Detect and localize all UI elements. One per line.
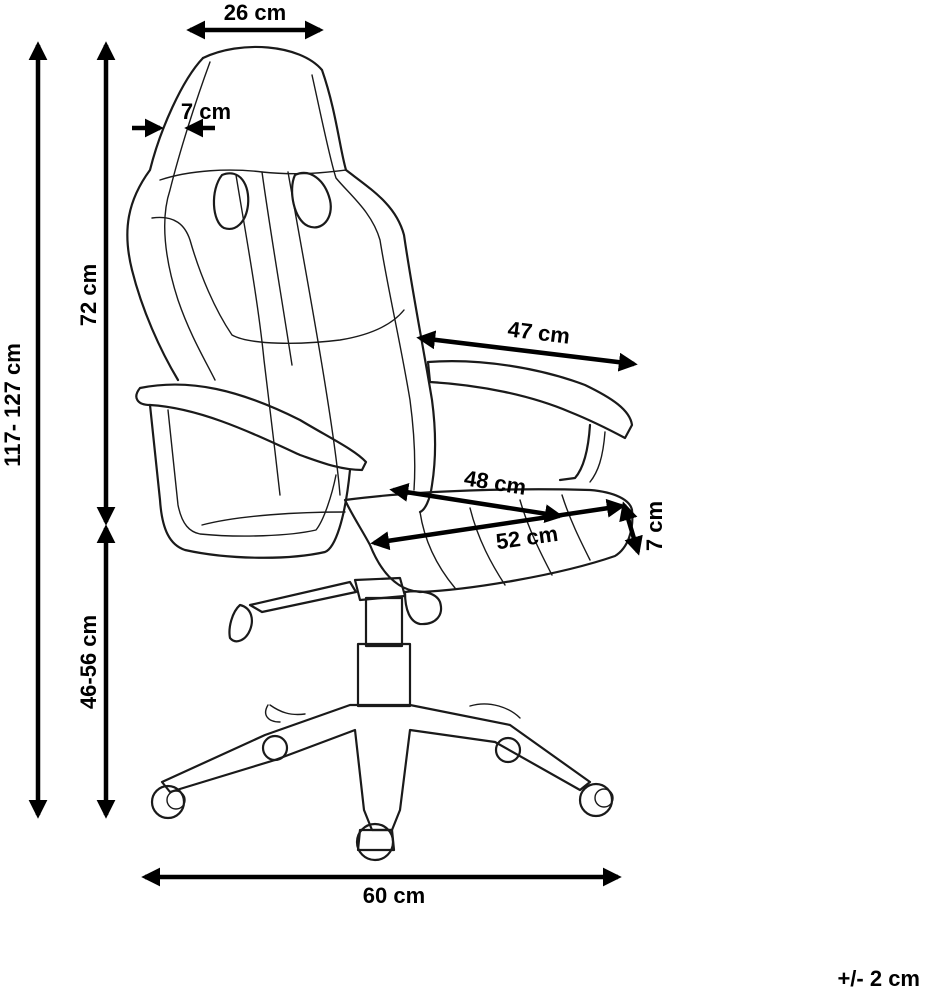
dimension-labels: 26 cm 7 cm 117- 127 cm 72 cm 46-56 cm 47… <box>0 0 667 908</box>
dim-line-seat-thickness <box>619 501 643 556</box>
chair-drawing <box>126 45 634 862</box>
caster-back-right <box>494 736 522 764</box>
caster-left <box>150 784 186 820</box>
star-base <box>160 703 592 832</box>
tolerance-note: +/- 2 cm <box>837 966 920 991</box>
label-backrest-top-width: 26 cm <box>224 0 286 25</box>
caster-right <box>578 782 614 818</box>
armrest-right <box>426 360 634 440</box>
headrest-hole-right <box>291 172 332 229</box>
label-seat-height: 46-56 cm <box>76 615 101 709</box>
label-seat-thickness: 7 cm <box>642 501 667 551</box>
caster-back-left <box>261 734 289 762</box>
gas-cylinder <box>364 596 404 648</box>
tilt-lever <box>248 580 358 614</box>
dimension-lines <box>28 20 643 887</box>
backrest-outline <box>201 45 437 514</box>
caster-front <box>355 822 396 862</box>
dim-line-seat-depth <box>389 482 564 524</box>
label-headrest-depth: 7 cm <box>181 99 231 124</box>
label-total-height: 117- 127 cm <box>0 343 25 467</box>
label-backrest-height: 72 cm <box>76 264 101 326</box>
label-seat-width: 52 cm <box>494 521 559 554</box>
label-seat-depth: 48 cm <box>462 465 528 499</box>
headrest-hole-left <box>212 172 250 230</box>
label-armrest-width: 47 cm <box>506 316 571 348</box>
label-base-width: 60 cm <box>363 883 425 908</box>
dim-line-seat-width <box>370 498 626 551</box>
dim-line-armrest-width <box>416 330 638 372</box>
